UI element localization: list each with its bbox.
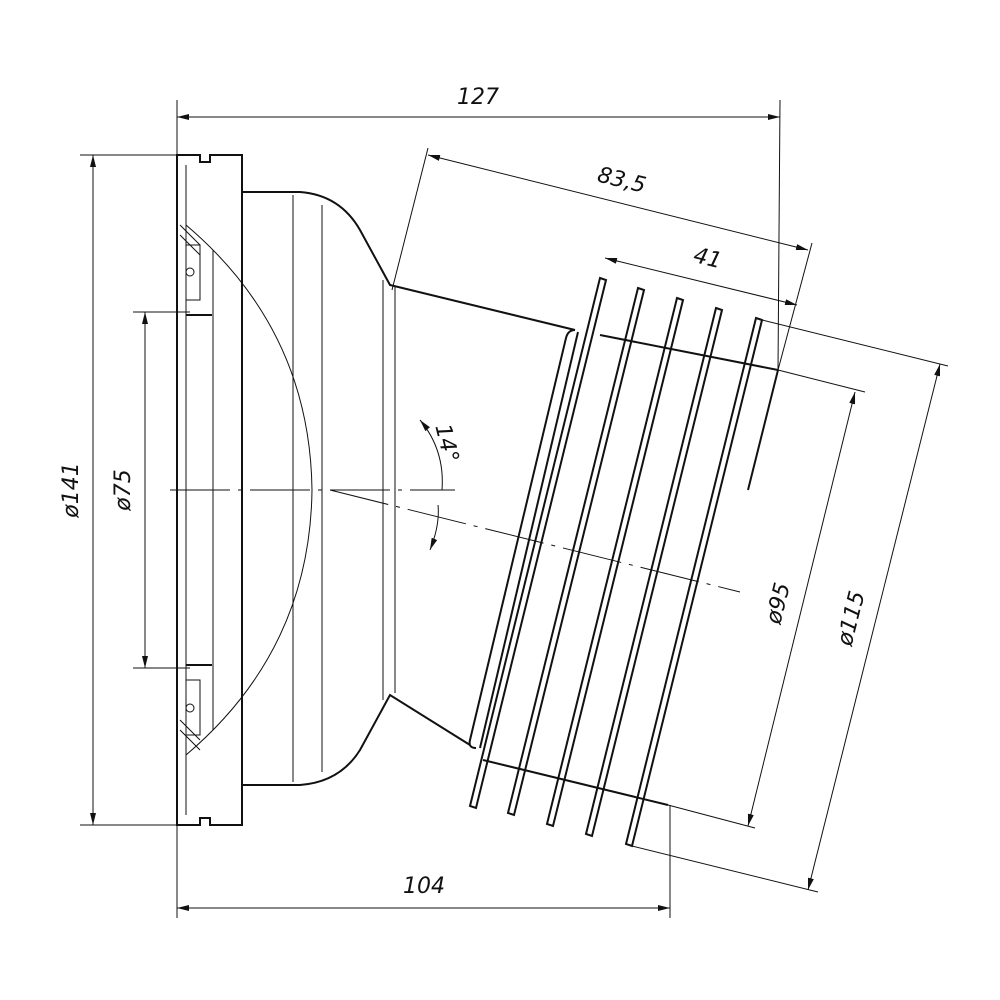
dim-127-label: 127 [457,85,499,110]
dim-75-label: ø75 [111,469,136,511]
dimension-outlet-inner-diameter: ø95 [667,369,866,829]
dimension-angled-length: 83,5 [391,147,813,371]
dimension-flange-diameter: ø141 [59,154,177,826]
dim-41-label: 41 [691,243,724,274]
dim-141-label: ø141 [59,462,84,518]
dim-83-5-label: 83,5 [595,163,649,199]
dimension-overall-length: 127 [176,85,781,371]
ribbed-outlet [468,276,779,848]
dim-95-label: ø95 [761,580,796,627]
flange [176,154,313,826]
dimension-rib-length: 41 [604,243,798,306]
dim-104-label: 104 [403,874,445,899]
dimension-angle: 14° [419,419,463,551]
dimension-base-length: 104 [176,805,671,918]
dim-115-label: ø115 [833,589,871,650]
dim-angle-label: 14° [429,421,463,465]
dimension-inlet-diameter: ø75 [111,311,190,669]
body [170,191,741,786]
